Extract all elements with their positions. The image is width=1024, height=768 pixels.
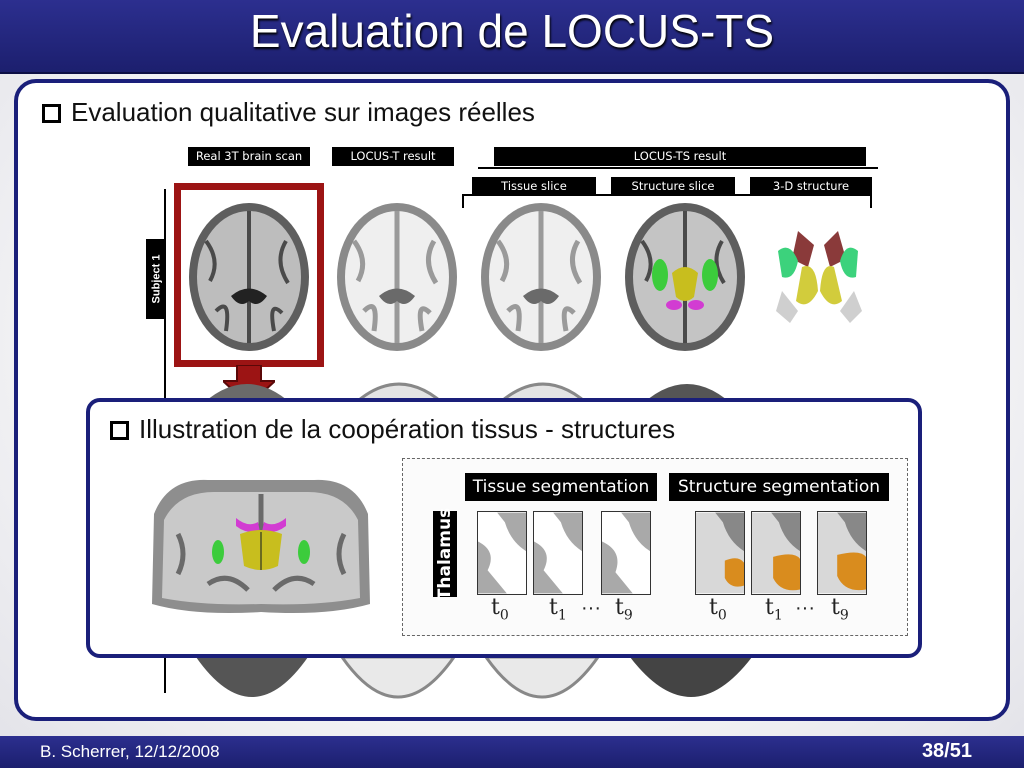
header-real-scan: Real 3T brain scan (188, 147, 310, 166)
square-bullet-icon (110, 421, 129, 440)
footer-author-date: B. Scherrer, 12/12/2008 (40, 742, 220, 761)
time-label-t0: t0 (491, 595, 509, 624)
tissue-tile-t9 (601, 511, 651, 595)
header-locus-t: LOCUS-T result (332, 147, 454, 166)
coronal-brain-image (152, 479, 370, 613)
brain-locus-ts-structure (625, 203, 745, 351)
structure-tile-t9 (817, 511, 867, 595)
structure-tile-t1 (751, 511, 801, 595)
illustration-frame: Illustration de la coopération tissus - … (86, 398, 922, 658)
bullet-point-2: Illustration de la coopération tissus - … (110, 414, 675, 445)
footer-bar: B. Scherrer, 12/12/2008 38/51 (0, 736, 1024, 768)
brain-row3-structure (630, 657, 752, 697)
time-label-structure-t0: t0 (709, 595, 727, 624)
brain-locus-ts-tissue (481, 203, 601, 351)
brain-row3-real (196, 657, 308, 697)
tissue-segmentation-label: Tissue segmentation (465, 473, 657, 501)
ellipsis-2: ··· (795, 597, 815, 619)
selected-scan-highlight (174, 183, 324, 367)
brain-3d-structure (776, 231, 862, 323)
time-label-t9: t9 (615, 595, 633, 624)
bullet-2-text: Illustration de la coopération tissus - … (139, 414, 676, 444)
header-locus-ts: LOCUS-TS result (494, 147, 866, 166)
bullet-point-1: Evaluation qualitative sur images réelle… (42, 97, 535, 128)
ellipsis-1: ··· (581, 597, 601, 619)
header-underline (478, 167, 878, 169)
row-label-subject-1: Subject 1 (146, 239, 166, 319)
brain-locus-t (337, 203, 457, 351)
thalamus-label: Thalamus (433, 507, 457, 601)
slide-number: 38/51 (921, 740, 972, 762)
title-bar: Evaluation de LOCUS-TS (0, 0, 1024, 74)
brain-scan-real (189, 203, 309, 351)
brain-row3-locus-t (340, 657, 456, 699)
header-3d-structure: 3-D structure (750, 177, 872, 196)
tissue-tile-t1 (533, 511, 583, 595)
time-label-structure-t1: t1 (765, 595, 783, 624)
header-tissue-slice: Tissue slice (472, 177, 596, 196)
slide-title: Evaluation de LOCUS-TS (249, 5, 775, 57)
bullet-1-text: Evaluation qualitative sur images réelle… (71, 97, 535, 127)
structure-segmentation-label: Structure segmentation (669, 473, 889, 501)
structure-tile-t0 (695, 511, 745, 595)
square-bullet-icon (42, 104, 61, 123)
segmentation-panel: Tissue segmentation Structure segmentati… (402, 458, 908, 636)
time-label-t1: t1 (549, 595, 567, 624)
header-structure-slice: Structure slice (611, 177, 735, 196)
tissue-tile-t0 (477, 511, 527, 595)
brain-row3-tissue (484, 657, 600, 699)
time-label-structure-t9: t9 (831, 595, 849, 624)
